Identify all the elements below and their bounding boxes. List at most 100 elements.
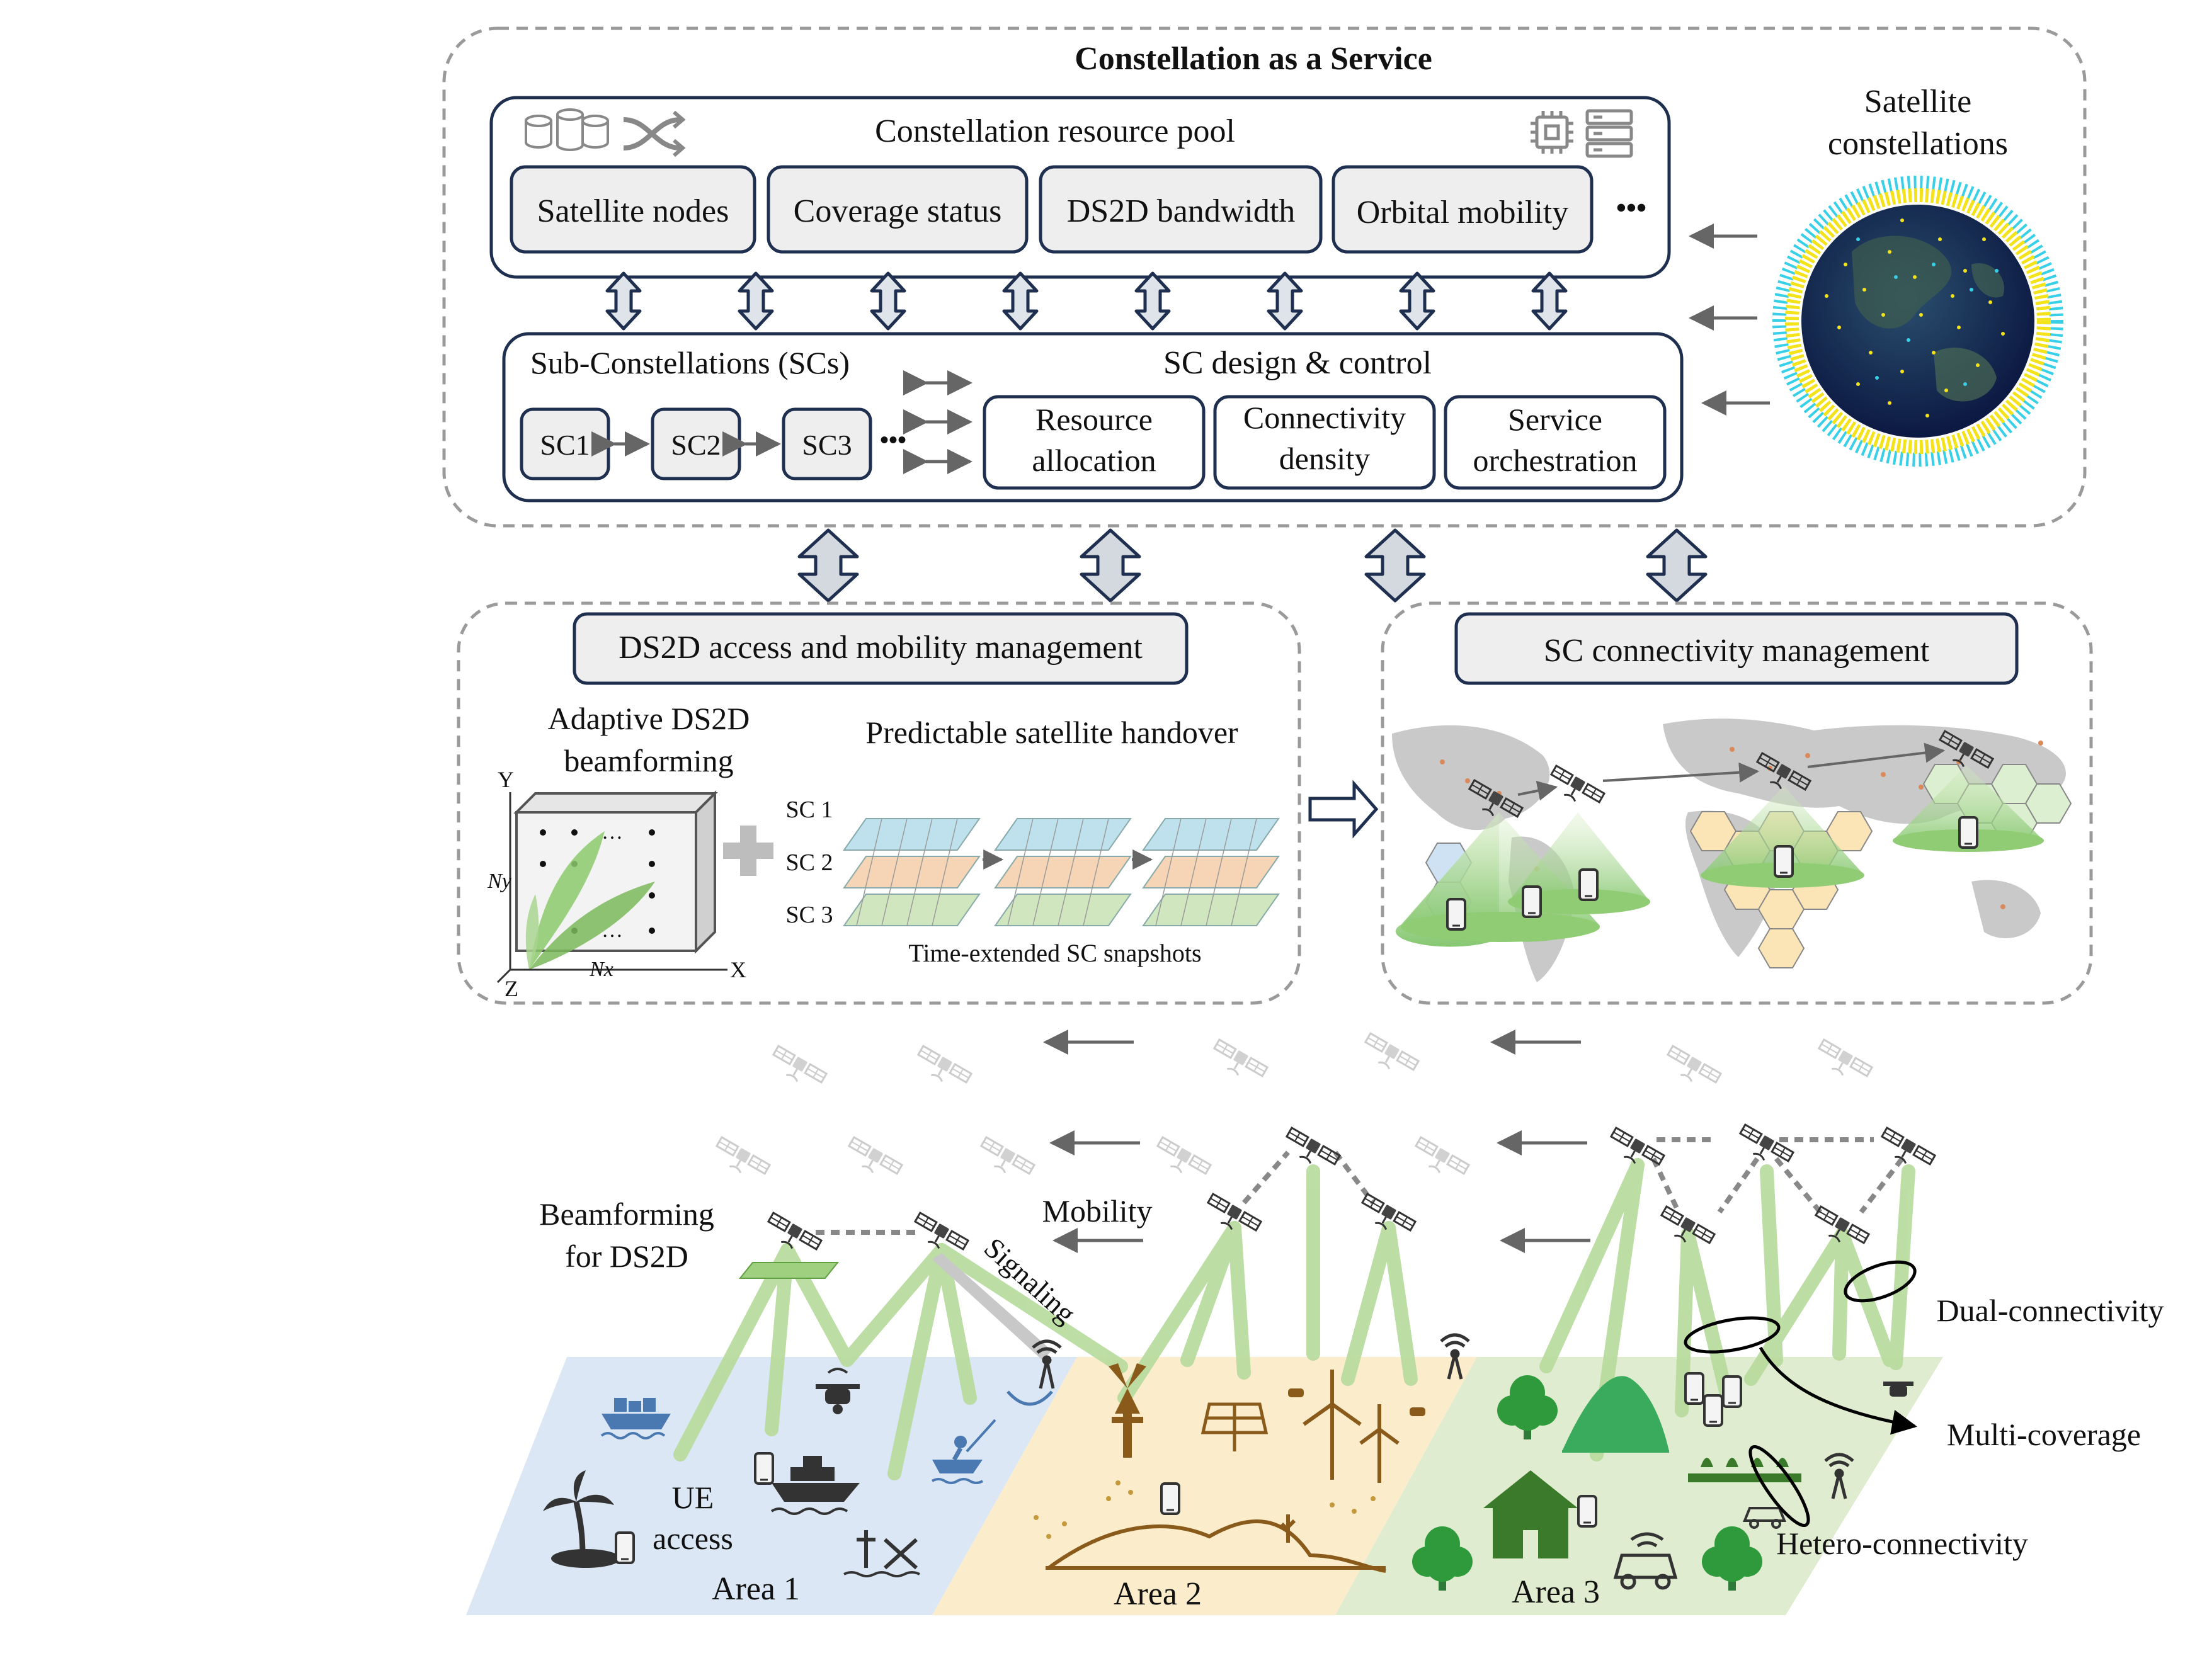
annotation-ellipses — [1684, 1260, 1917, 1527]
resource-item-satellite-nodes[interactable]: Satellite nodes — [510, 165, 756, 254]
svg-text:Coverage status: Coverage status — [794, 193, 1002, 229]
shuffle-icon — [623, 110, 686, 157]
axis-x-label: X — [730, 957, 746, 982]
desert-dots — [1034, 1480, 1376, 1539]
cell-tower-icon-area2 — [1440, 1333, 1470, 1380]
svg-text:orchestration: orchestration — [1473, 443, 1637, 478]
svg-text:SC3: SC3 — [802, 429, 852, 461]
sub-constellations-title: Sub-Constellations (SCs) — [530, 345, 850, 380]
sc-link-arrows — [591, 370, 972, 474]
area-2[interactable] — [932, 1357, 1477, 1615]
svg-text:Service: Service — [1508, 402, 1602, 437]
mobility-label: Mobility — [1042, 1193, 1152, 1229]
pool-sc-arrows — [607, 273, 1566, 329]
phone-icon-house — [1577, 1495, 1597, 1528]
snapshots-caption: Time-extended SC snapshots — [908, 939, 1201, 967]
svg-text:allocation: allocation — [1032, 443, 1156, 478]
drone-icon-area3 — [1883, 1382, 1913, 1397]
beamforming-ds2d-label-line1: Beamforming — [539, 1196, 714, 1232]
resource-item-orbital-mobility[interactable]: Orbital mobility — [1332, 165, 1594, 254]
sc-design-title: SC design & control — [1163, 345, 1432, 381]
phone-icon-area2 — [1160, 1482, 1180, 1515]
antenna-array: … … — [513, 790, 718, 970]
svg-text:Resource: Resource — [1035, 402, 1153, 437]
connectivity-mgmt-title-box[interactable]: SC connectivity management — [1454, 612, 2019, 685]
drone-icon-area2 — [1288, 1388, 1425, 1416]
handover-title: Predictable satellite handover — [865, 715, 1238, 750]
caas-frame — [442, 26, 2087, 528]
constellations-label-line1: Satellite — [1864, 84, 1971, 120]
sc-snapshot-stacks — [843, 818, 1280, 926]
access-mgmt-title-box[interactable]: DS2D access and mobility management — [573, 612, 1189, 685]
resource-pool-title: Constellation resource pool — [875, 113, 1235, 149]
house-icon — [1483, 1470, 1578, 1558]
svg-text:SC2: SC2 — [671, 429, 721, 461]
cruise-ship-icon — [770, 1456, 860, 1515]
resource-item-ds2d-bandwidth[interactable]: DS2D bandwidth — [1039, 165, 1323, 254]
faded-satellites — [710, 1032, 1873, 1185]
area-3-label: Area 3 — [1512, 1574, 1600, 1610]
area-3[interactable] — [1335, 1357, 1943, 1615]
solar-panel-icon — [1200, 1402, 1269, 1451]
array-axes — [496, 792, 727, 984]
caas-title: Constellation as a Service — [1075, 41, 1432, 77]
sc-design-box-resource-allocation[interactable]: Resource allocation — [983, 395, 1206, 490]
area-1-label: Area 1 — [712, 1571, 800, 1607]
connectivity-mgmt-frame — [1381, 601, 2093, 1005]
svg-text:Satellite nodes: Satellite nodes — [537, 193, 729, 229]
access-mgmt-frame — [457, 601, 1301, 1005]
chip-icon — [1531, 111, 1573, 154]
svg-text:Connectivity: Connectivity — [1243, 400, 1406, 435]
svg-text:DS2D bandwidth: DS2D bandwidth — [1067, 193, 1296, 229]
ue-access-line1: UE — [672, 1480, 714, 1515]
offshore-tools-icon — [843, 1530, 920, 1577]
area-2-label: Area 2 — [1114, 1576, 1202, 1612]
ny-label: Ny — [487, 870, 512, 893]
fishing-boat-icon — [931, 1419, 996, 1484]
svg-text:Orbital mobility: Orbital mobility — [1357, 195, 1569, 230]
sc3-box[interactable]: SC3 — [782, 407, 872, 480]
sc2-layer-label: SC 2 — [786, 849, 833, 876]
nx-label: Nx — [589, 958, 613, 981]
plus-icon — [723, 826, 773, 876]
multi-coverage-arrow — [1759, 1346, 1917, 1435]
car-icon — [1613, 1532, 1678, 1590]
phone-icon-island — [615, 1531, 635, 1564]
drone-icon-area1 — [816, 1368, 860, 1414]
sc1-layer-label: SC 1 — [786, 797, 833, 823]
mobility-arrows — [1043, 1030, 1590, 1253]
cargo-ship-icon — [600, 1398, 671, 1439]
windmill-icon — [1109, 1363, 1146, 1458]
beamforming-ds2d-label-line2: for DS2D — [565, 1239, 688, 1274]
resource-item-coverage-status[interactable]: Coverage status — [767, 165, 1029, 254]
sc-design-box-service-orchestration[interactable]: Service orchestration — [1444, 395, 1667, 490]
sc2-box[interactable]: SC2 — [651, 407, 741, 480]
phone-icon-cruise — [754, 1452, 774, 1485]
hetero-connectivity-label: Hetero-connectivity — [1776, 1526, 2028, 1561]
access-to-connectivity-arrow — [1308, 780, 1379, 839]
constellation-feed-arrows — [1689, 224, 1770, 416]
array-dots-top: … — [602, 820, 623, 844]
svg-text:SC1: SC1 — [540, 429, 590, 461]
dual-connectivity-label: Dual-connectivity — [1937, 1293, 2164, 1328]
svg-text:density: density — [1279, 441, 1370, 476]
cell-tower-icon-area3 — [1824, 1453, 1854, 1499]
map-sat-links — [1517, 742, 1946, 801]
sc-design-box-connectivity-density[interactable]: Connectivity density — [1213, 395, 1436, 490]
axis-y-label: Y — [498, 767, 514, 792]
svg-text:SC connectivity management: SC connectivity management — [1544, 633, 1930, 669]
resource-pool-more: ••• — [1616, 191, 1646, 224]
hill-icon — [1562, 1376, 1669, 1453]
inter-satellite-links — [816, 1137, 1905, 1235]
sc-more: ••• — [880, 426, 906, 454]
server-icon — [1585, 109, 1633, 158]
multi-coverage-label: Multi-coverage — [1947, 1417, 2141, 1452]
wind-turbines-icon — [1303, 1370, 1400, 1483]
active-satellites — [761, 1123, 1936, 1261]
constellations-label-line2: constellations — [1828, 126, 2008, 162]
beamforming-title-line2: beamforming — [564, 743, 733, 778]
cell-tower-icon-area1 — [1007, 1339, 1062, 1406]
signaling-beam — [932, 1253, 1052, 1360]
palm-island-icon — [543, 1470, 620, 1568]
sc1-box[interactable]: SC1 — [520, 407, 610, 480]
